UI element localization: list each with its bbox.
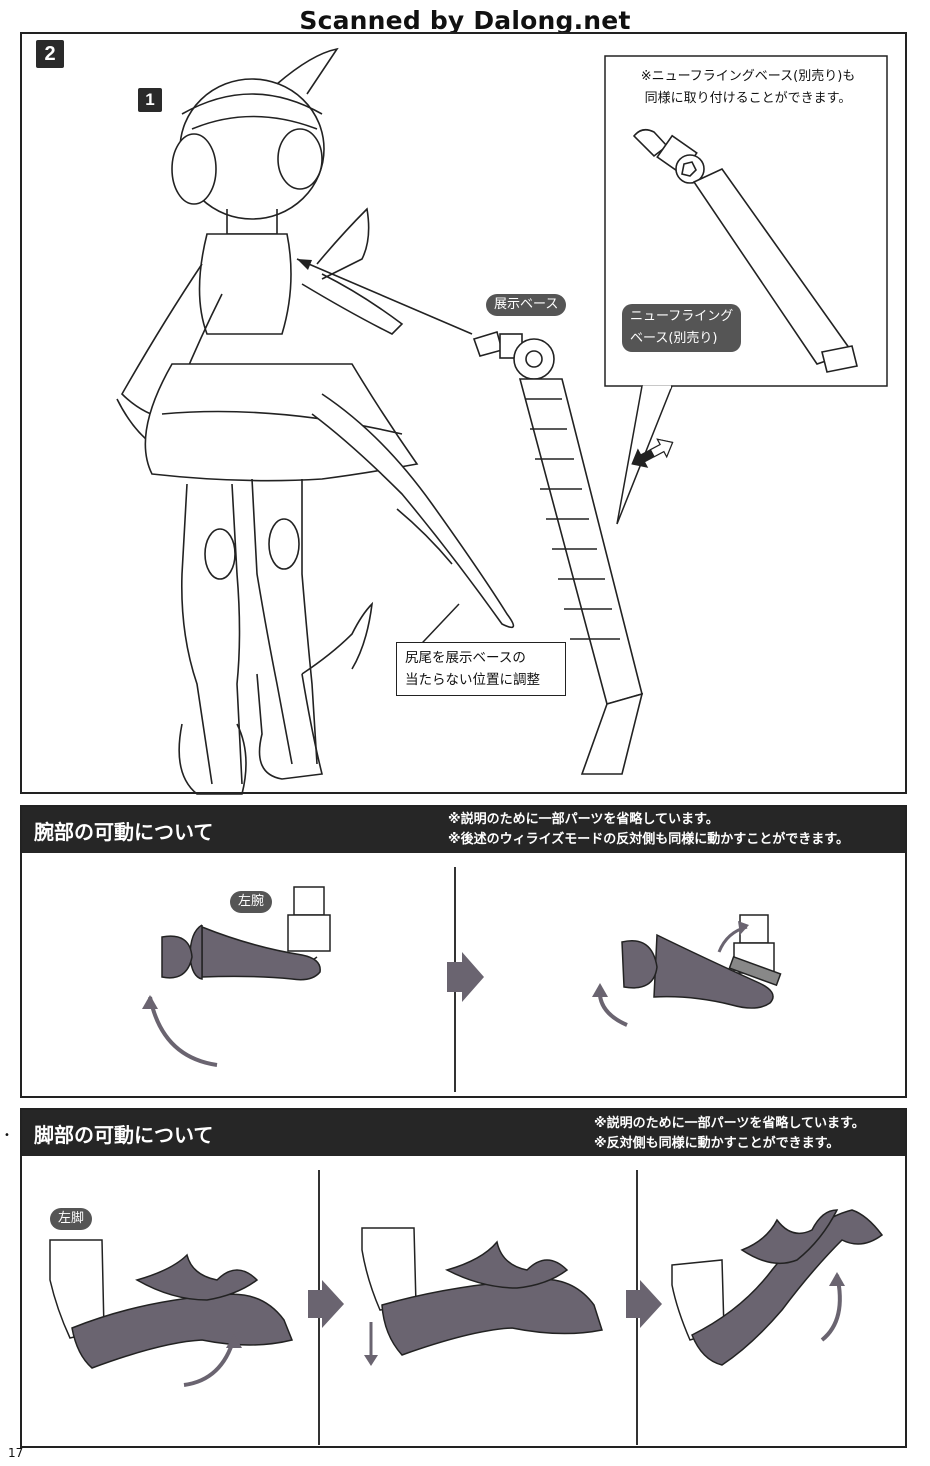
margin-dot: • xyxy=(4,1130,10,1141)
leg-illustration xyxy=(49,1209,884,1387)
step-2-panel: 2 1 xyxy=(20,32,907,795)
arm-section-notes: ※説明のために一部パーツを省略しています。 ※後述のウィライズモードの反対側も同… xyxy=(448,810,849,850)
left-leg-label: 左脚 xyxy=(50,1208,93,1230)
leg-note-line2: ※反対側も同様に動かすことができます。 xyxy=(594,1136,840,1151)
left-arm-label: 左腕 xyxy=(230,891,273,913)
figure-illustration xyxy=(116,47,888,795)
flying-base-note-line2: 同様に取り付けることができます。 xyxy=(644,91,852,106)
page-number: 17 xyxy=(8,1446,24,1460)
new-flying-base-label-line2: ベース(別売り) xyxy=(630,331,718,346)
arm-note-line1: ※説明のために一部パーツを省略しています。 xyxy=(448,812,719,827)
arm-section-title: 腕部の可動について xyxy=(34,820,214,844)
flying-base-note: ※ニューフライングベース(別売り)も 同様に取り付けることができます。 xyxy=(618,66,878,110)
leg-section-notes: ※説明のために一部パーツを省略しています。 ※反対側も同様に動かすことができます… xyxy=(594,1114,865,1154)
watermark: Scanned by Dalong.net xyxy=(299,6,631,35)
new-flying-base-label-line1: ニューフライング xyxy=(630,309,734,324)
tail-adjust-note-line2: 当たらない位置に調整 xyxy=(405,672,540,688)
tail-adjust-note: 尻尾を展示ベースの 当たらない位置に調整 xyxy=(396,642,566,696)
sub-step-badge: 1 xyxy=(138,88,162,112)
new-flying-base-label: ニューフライング ベース(別売り) xyxy=(622,304,742,352)
arm-movement-panel: 腕部の可動について ※説明のために一部パーツを省略しています。 ※後述のウィライ… xyxy=(20,805,907,1098)
leg-section-header: 脚部の可動について ※説明のために一部パーツを省略しています。 ※反対側も同様に… xyxy=(22,1110,905,1156)
arm-section-header: 腕部の可動について ※説明のために一部パーツを省略しています。 ※後述のウィライ… xyxy=(22,807,905,853)
display-base-label: 展示ベース xyxy=(486,294,567,316)
leg-movement-panel: 脚部の可動について ※説明のために一部パーツを省略しています。 ※反対側も同様に… xyxy=(20,1108,907,1448)
flying-base-note-line1: ※ニューフライングベース(別売り)も xyxy=(640,69,856,84)
step-number-badge: 2 xyxy=(36,40,64,68)
leg-note-line1: ※説明のために一部パーツを省略しています。 xyxy=(594,1116,865,1131)
arm-illustration xyxy=(142,886,782,1067)
arm-note-line2: ※後述のウィライズモードの反対側も同様に動かすことができます。 xyxy=(448,832,849,847)
leg-section-title: 脚部の可動について xyxy=(34,1123,214,1147)
tail-adjust-note-line1: 尻尾を展示ベースの xyxy=(405,650,526,666)
